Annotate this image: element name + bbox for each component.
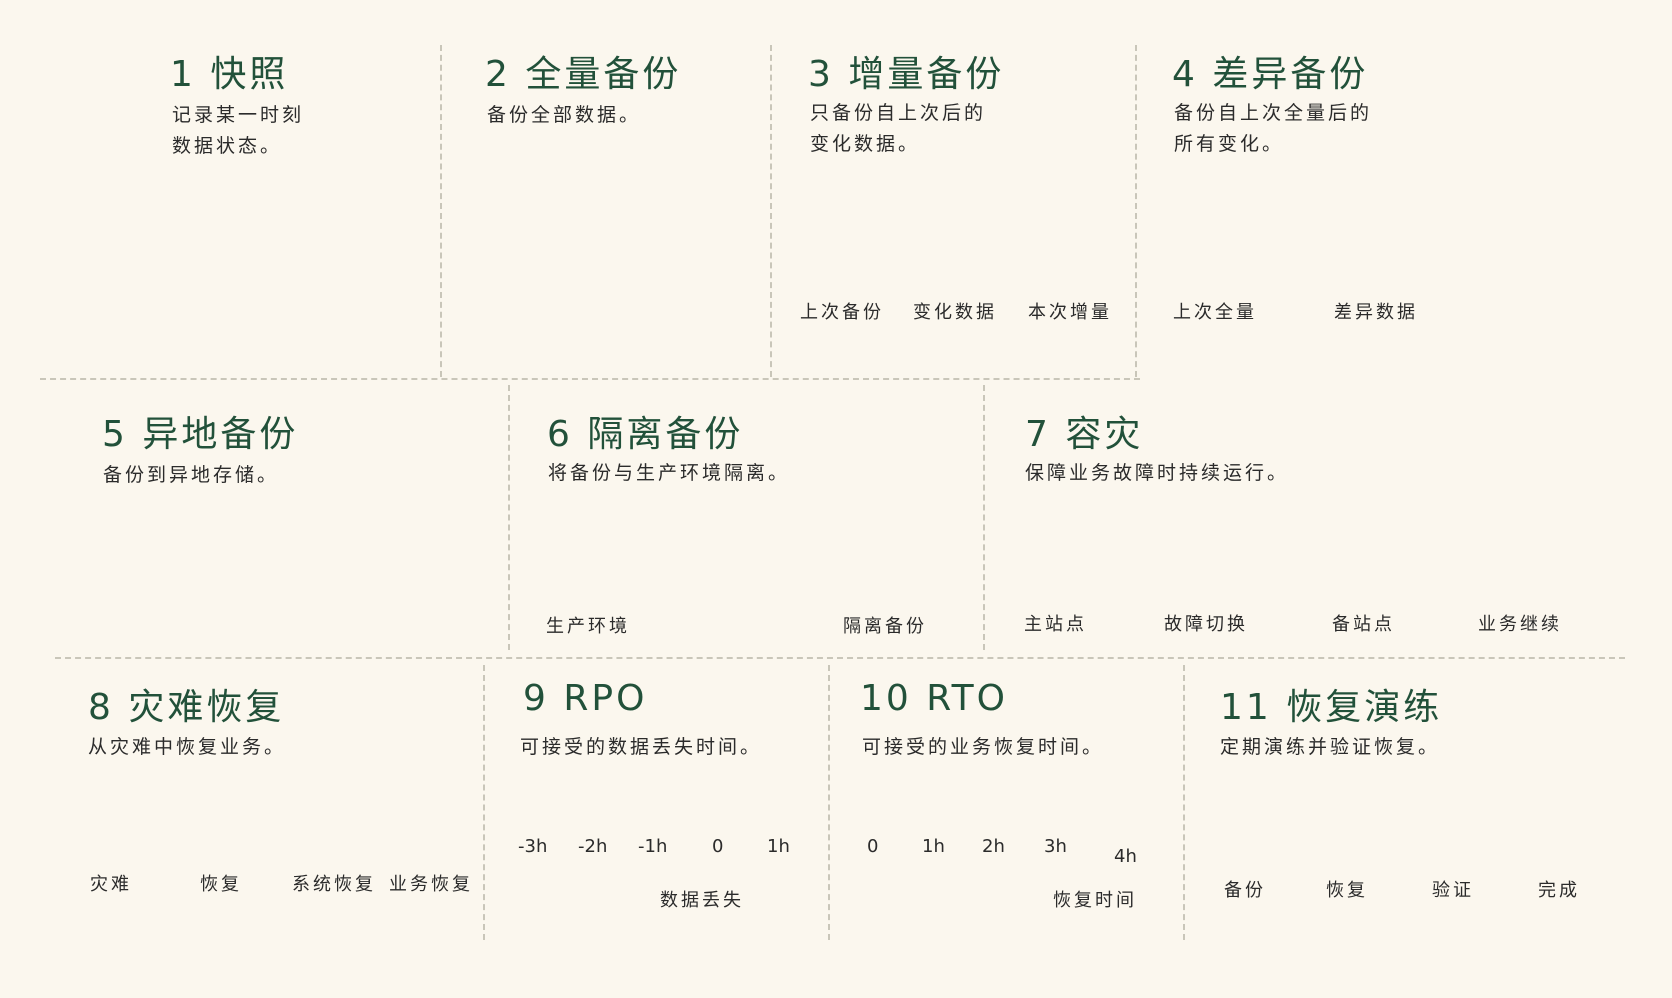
- diagram-label: 本次增量: [1028, 302, 1112, 323]
- panel-title: 8 灾难恢复: [88, 687, 285, 728]
- panel-description: 将备份与生产环境隔离。: [548, 462, 791, 484]
- separator: [828, 665, 830, 940]
- database-icon: [554, 255, 656, 345]
- panel-description: 备份全部数据。: [487, 104, 642, 126]
- server-list-icon: [1326, 521, 1404, 597]
- panel-description: 从灾难中恢复业务。: [88, 736, 287, 758]
- panel-title: 2 全量备份: [485, 54, 682, 95]
- diagram-label: 业务恢复: [389, 874, 473, 895]
- check-circle-icon: [1530, 793, 1592, 855]
- diagram-label: 备站点: [1332, 614, 1395, 635]
- panel-description: 可接受的数据丢失时间。: [520, 736, 763, 758]
- panel-title: 10 RTO: [860, 678, 1008, 719]
- diagram-label: 隔离备份: [843, 616, 927, 637]
- lock-icon: [871, 558, 901, 598]
- target-icon: [1097, 784, 1153, 840]
- arrow-label: 恢复时间: [1053, 890, 1137, 911]
- database-icon: [177, 282, 405, 332]
- panel-title: 7 容灾: [1025, 414, 1144, 455]
- diagram-label: 灾难: [90, 874, 132, 895]
- separator: [40, 378, 1140, 380]
- diagram-label: 故障切换: [1164, 614, 1248, 635]
- diagram-label: 上次全量: [1173, 302, 1257, 323]
- tick-label: 3h: [1044, 836, 1067, 857]
- database-icon: [1342, 185, 1406, 280]
- panel-description: 定期演练并验证恢复。: [1220, 736, 1441, 758]
- diagram-label: 系统恢复: [292, 874, 376, 895]
- clipboard-icon: [1424, 781, 1484, 863]
- diagram-label: 恢复: [1326, 880, 1368, 901]
- location-pin-icon: [115, 502, 429, 567]
- diagram-label: 生产环境: [546, 616, 630, 637]
- panel-title: 6 隔离备份: [547, 414, 744, 455]
- server-list-icon: [549, 521, 627, 597]
- database-icon: [102, 558, 442, 627]
- tick-label: 0: [712, 836, 724, 857]
- panel-description: 只备份自上次后的变化数据。: [810, 102, 987, 155]
- tick-label: 0: [867, 836, 879, 857]
- diagram-label: 变化数据: [913, 302, 997, 323]
- diagram-label: 业务继续: [1478, 614, 1562, 635]
- separator: [440, 45, 442, 377]
- tick-label: -3h: [518, 836, 548, 857]
- tick-label: 1h: [922, 836, 945, 857]
- tick-label: -1h: [638, 836, 668, 857]
- monitor-chart-icon: [299, 785, 367, 847]
- database-icon: [921, 185, 985, 280]
- server-list-icon: [1022, 521, 1100, 597]
- camera-icon: [261, 169, 323, 219]
- panel-title: 11 恢复演练: [1220, 687, 1443, 728]
- panel-description: 记录某一时刻数据状态。: [172, 104, 305, 157]
- tick-label: 4h: [1114, 846, 1137, 867]
- panel-description: 备份到异地存储。: [103, 464, 280, 486]
- panel-title: 4 差异备份: [1172, 54, 1369, 95]
- database-icon: [1217, 790, 1275, 855]
- check-circle-icon: [402, 790, 462, 850]
- diagram-label: 主站点: [1024, 614, 1087, 635]
- panel-title: 1 快照: [170, 54, 289, 95]
- cat-illustration: [41, 228, 155, 371]
- tick-label: 2h: [982, 836, 1005, 857]
- cat-illustration: [101, 893, 282, 962]
- storm-cloud-icon: [68, 780, 151, 855]
- diagram-label: 差异数据: [1334, 302, 1418, 323]
- panel-description: 备份自上次全量后的所有变化。: [1174, 102, 1373, 155]
- tools-icon: [196, 776, 260, 837]
- tick-label: -2h: [578, 836, 608, 857]
- panel-description: 保障业务故障时持续运行。: [1025, 462, 1290, 484]
- panel-title: 3 增量备份: [808, 54, 1005, 95]
- target-icon: [690, 784, 746, 840]
- timeline-node: [192, 237, 391, 253]
- diagram-label: 上次备份: [800, 302, 884, 323]
- separator: [1135, 45, 1137, 377]
- books-icon: [1527, 354, 1611, 402]
- diagram-label: 验证: [1432, 880, 1474, 901]
- shield-icon: [697, 513, 773, 607]
- panel-description: 可接受的业务恢复时间。: [862, 736, 1105, 758]
- panel-title: 5 异地备份: [102, 414, 299, 455]
- download-box-icon: [1319, 794, 1381, 858]
- separator: [983, 385, 985, 650]
- database-icon: [807, 185, 871, 280]
- database-icon: [1037, 185, 1101, 280]
- lightning-icon: [1172, 521, 1248, 597]
- arrow-label: 数据丢失: [660, 890, 744, 911]
- tick-label: 1h: [767, 836, 790, 857]
- separator: [1183, 665, 1185, 940]
- separator: [508, 385, 510, 650]
- panel-title: 9 RPO: [523, 678, 648, 719]
- check-circle-icon: [1489, 525, 1557, 593]
- diagram-label: 备份: [1224, 880, 1266, 901]
- separator: [483, 665, 485, 940]
- folder-icon: [479, 169, 733, 216]
- diagram-label: 恢复: [200, 874, 242, 895]
- database-icon: [1181, 185, 1245, 280]
- diagram-label: 完成: [1538, 880, 1580, 901]
- thought-bubble-text: …: [1577, 138, 1599, 163]
- separator: [55, 657, 1625, 659]
- separator: [770, 45, 772, 377]
